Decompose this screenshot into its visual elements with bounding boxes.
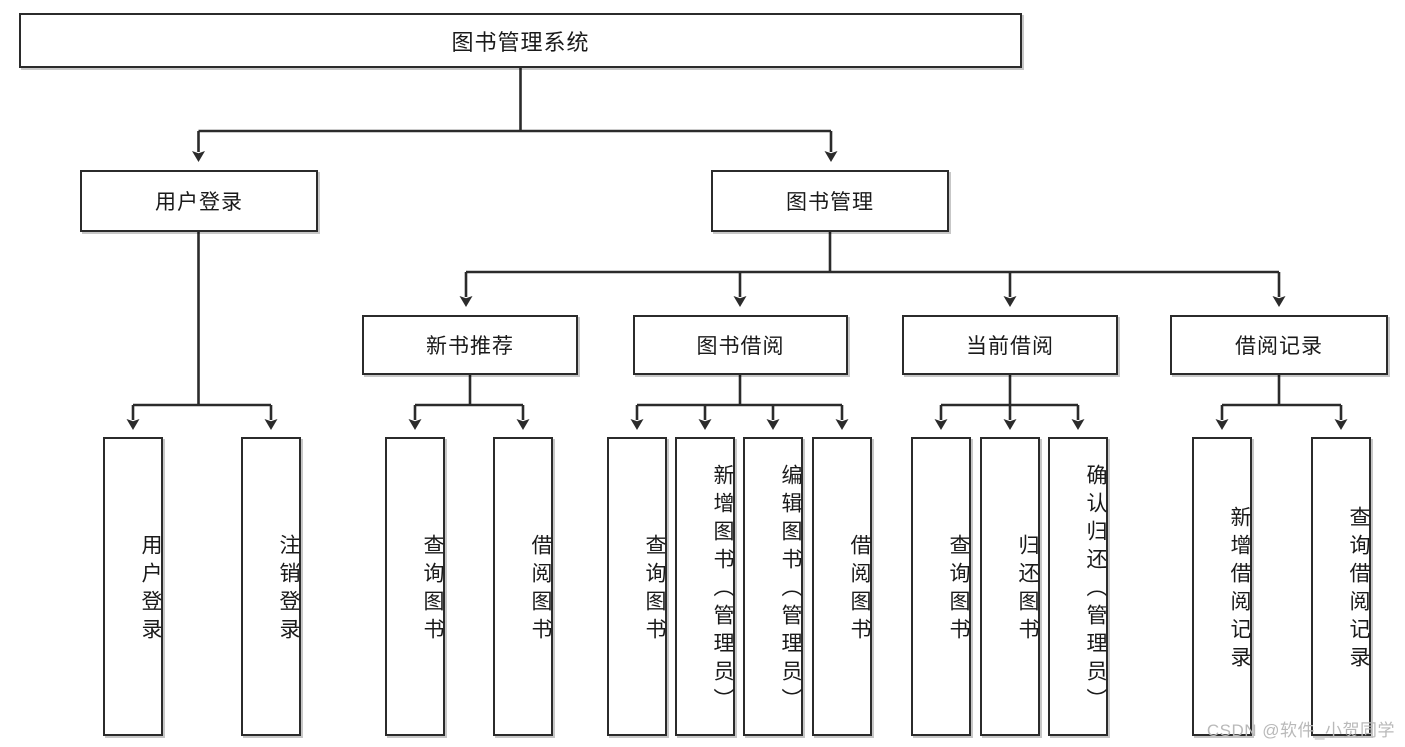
leaf-user-logout[interactable]: 注销登录 xyxy=(241,437,301,736)
leaf-query-book-borrow[interactable]: 查询图书 xyxy=(607,437,667,736)
leaf-edit-book-admin[interactable]: 编辑图书（管理员） xyxy=(743,437,803,736)
leaf-query-book-current[interactable]: 查询图书 xyxy=(911,437,971,736)
node-book-borrow[interactable]: 图书借阅 xyxy=(633,315,848,375)
node-user-login[interactable]: 用户登录 xyxy=(80,170,318,232)
leaf-borrow-book-borrow[interactable]: 借阅图书 xyxy=(812,437,872,736)
leaf-add-borrow-record[interactable]: 新增借阅记录 xyxy=(1192,437,1252,736)
leaf-query-book-recommend[interactable]: 查询图书 xyxy=(385,437,445,736)
node-borrow-record[interactable]: 借阅记录 xyxy=(1170,315,1388,375)
node-book-manage[interactable]: 图书管理 xyxy=(711,170,949,232)
leaf-user-login[interactable]: 用户登录 xyxy=(103,437,163,736)
watermark-text: CSDN @软件_小贺同学 xyxy=(1206,721,1395,740)
leaf-query-borrow-record[interactable]: 查询借阅记录 xyxy=(1311,437,1371,736)
leaf-borrow-book-recommend[interactable]: 借阅图书 xyxy=(493,437,553,736)
leaf-return-book[interactable]: 归还图书 xyxy=(980,437,1040,736)
node-root-system[interactable]: 图书管理系统 xyxy=(19,13,1022,68)
leaf-confirm-return-admin[interactable]: 确认归还（管理员） xyxy=(1048,437,1108,736)
node-current-borrow[interactable]: 当前借阅 xyxy=(902,315,1118,375)
node-new-book-recommend[interactable]: 新书推荐 xyxy=(362,315,578,375)
leaf-add-book-admin[interactable]: 新增图书（管理员） xyxy=(675,437,735,736)
